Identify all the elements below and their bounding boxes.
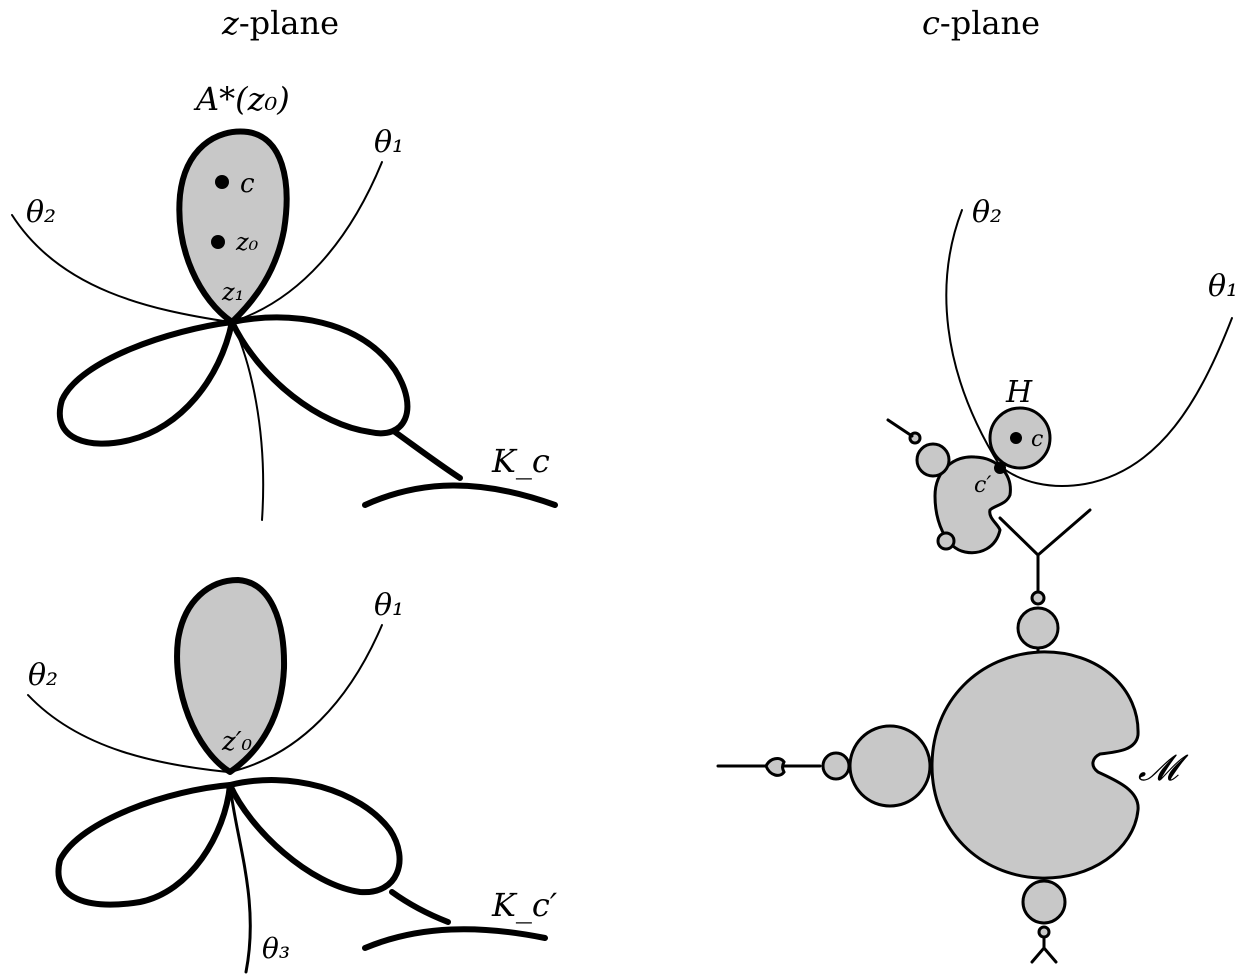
julia-label-top: K_c [491,442,550,480]
ray-theta2-top [11,214,231,323]
stem-mid [998,516,1040,600]
ray-theta2-label-bottom: θ₂ [28,658,58,693]
ray-theta2-bottom [27,694,229,773]
upper-small-bulb [1030,590,1046,606]
point-z0-prime-label: z′₀ [221,727,253,757]
point-z1-label: z₁ [221,278,244,306]
point-c-prime-label: c′ [974,473,991,498]
basin-bottom [174,577,288,775]
ray-theta2-label-top: θ₂ [26,195,56,230]
component-h-label: H [1005,375,1033,410]
mandelbrot-label: 𝓜 [1138,748,1189,789]
right-petal-bottom [227,777,403,896]
upper-bulb [1016,606,1060,650]
ray-theta1-label-bottom: θ₁ [374,588,404,623]
point-c-dot-right [1010,432,1022,444]
right-petal-top [229,314,411,437]
baby-left-bulb [915,442,951,478]
stem-fork [1036,508,1092,557]
basin-label: A*(z₀) [193,80,290,118]
point-c-label-top: c [240,169,255,199]
lower-bulb [1021,879,1067,925]
left-petal-bottom [55,782,233,908]
point-c-prime-dot [994,462,1006,474]
ray-theta3-label-bottom: θ₃ [262,932,290,965]
param-ray-theta1 [999,317,1233,487]
baby-antenna [886,418,914,438]
ray-theta3-bottom [228,783,252,974]
main-cardioid [930,650,1140,880]
julia-tail-top [392,429,463,481]
c-plane-heading: c-plane [922,4,1040,42]
point-c-dot-top [215,175,229,189]
julia-branch-top [362,482,558,508]
point-z0-dot [211,235,225,249]
baby-bottom-bulb [936,531,956,551]
period-4-bulb [821,751,851,781]
julia-label-bottom: K_c′ [491,886,558,924]
ray-theta1-label-top: θ₁ [374,125,404,160]
param-ray-theta2-label: θ₂ [972,195,1002,230]
param-ray-theta1-label: θ₁ [1208,269,1238,304]
lower-small-bulb [1037,925,1051,939]
ray-theta1-top [231,161,383,323]
param-ray-theta2 [945,209,1001,467]
ray-theta1-bottom [229,624,383,773]
julia-set-top [11,128,558,521]
julia-branch-bottom [362,926,548,951]
point-c-label-right: c [1031,427,1043,452]
left-petal-top [57,319,235,447]
mandelbrot-set [716,209,1233,964]
left-minibrot [764,757,786,777]
basin-a-star-z0 [176,128,290,325]
z-plane-heading: z-plane [221,4,339,42]
julia-tail-bottom [389,889,451,925]
julia-set-bottom [27,577,548,974]
point-z0-label: z₀ [235,228,259,256]
baby-cardioid [933,455,1012,555]
period-2-bulb [848,724,932,808]
